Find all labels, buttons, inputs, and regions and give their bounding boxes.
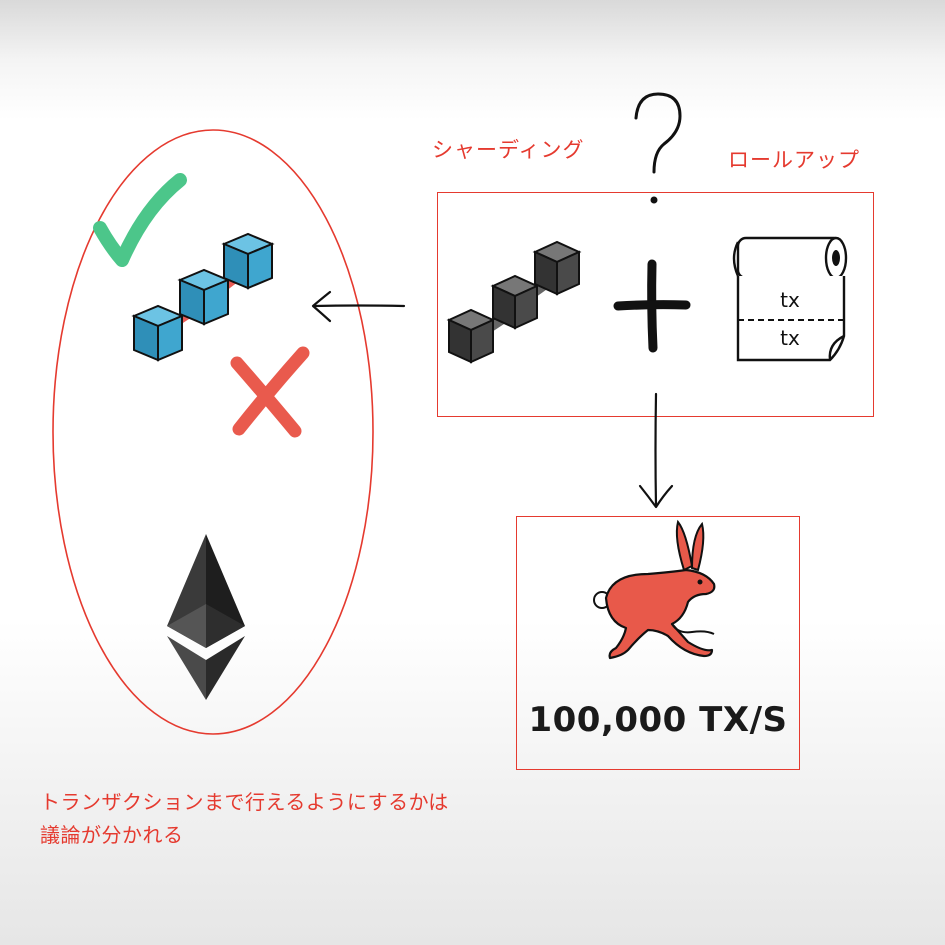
ethereum-logo (167, 534, 245, 700)
dark-blockchain-icon (446, 240, 582, 364)
plus-icon (613, 259, 691, 353)
debate-note-line-2: 議論が分かれる (40, 823, 184, 847)
rollup-tx-top: tx (780, 288, 800, 312)
sharding-label: シャーディング (432, 138, 585, 162)
dark-cube-1 (446, 308, 496, 364)
debate-note-line-1: トランザクションまで行えるようにするかは (40, 790, 449, 814)
left-ellipse (52, 129, 374, 735)
question-mark (628, 88, 688, 218)
result-box (516, 516, 800, 770)
rabbit-icon (593, 519, 716, 660)
debate-note: トランザクションまで行えるようにするかは 議論が分かれる (40, 786, 560, 852)
blue-blockchain-icon (131, 232, 275, 362)
cube-2 (177, 268, 231, 326)
rollup-label: ロールアップ (728, 148, 860, 172)
cross-icon (230, 346, 310, 438)
dark-cube-3 (532, 240, 582, 296)
dark-cube-2 (490, 274, 540, 330)
cube-1 (131, 304, 185, 362)
arrow-down-icon (638, 392, 674, 509)
rollup-scroll-icon: tx tx (726, 232, 854, 366)
rollup-tx-bottom: tx (780, 326, 800, 350)
cube-3 (221, 232, 275, 290)
checkmark-icon (93, 173, 187, 267)
throughput-text: 100,000 TX/S (528, 700, 788, 740)
arrow-left-icon (311, 290, 406, 323)
